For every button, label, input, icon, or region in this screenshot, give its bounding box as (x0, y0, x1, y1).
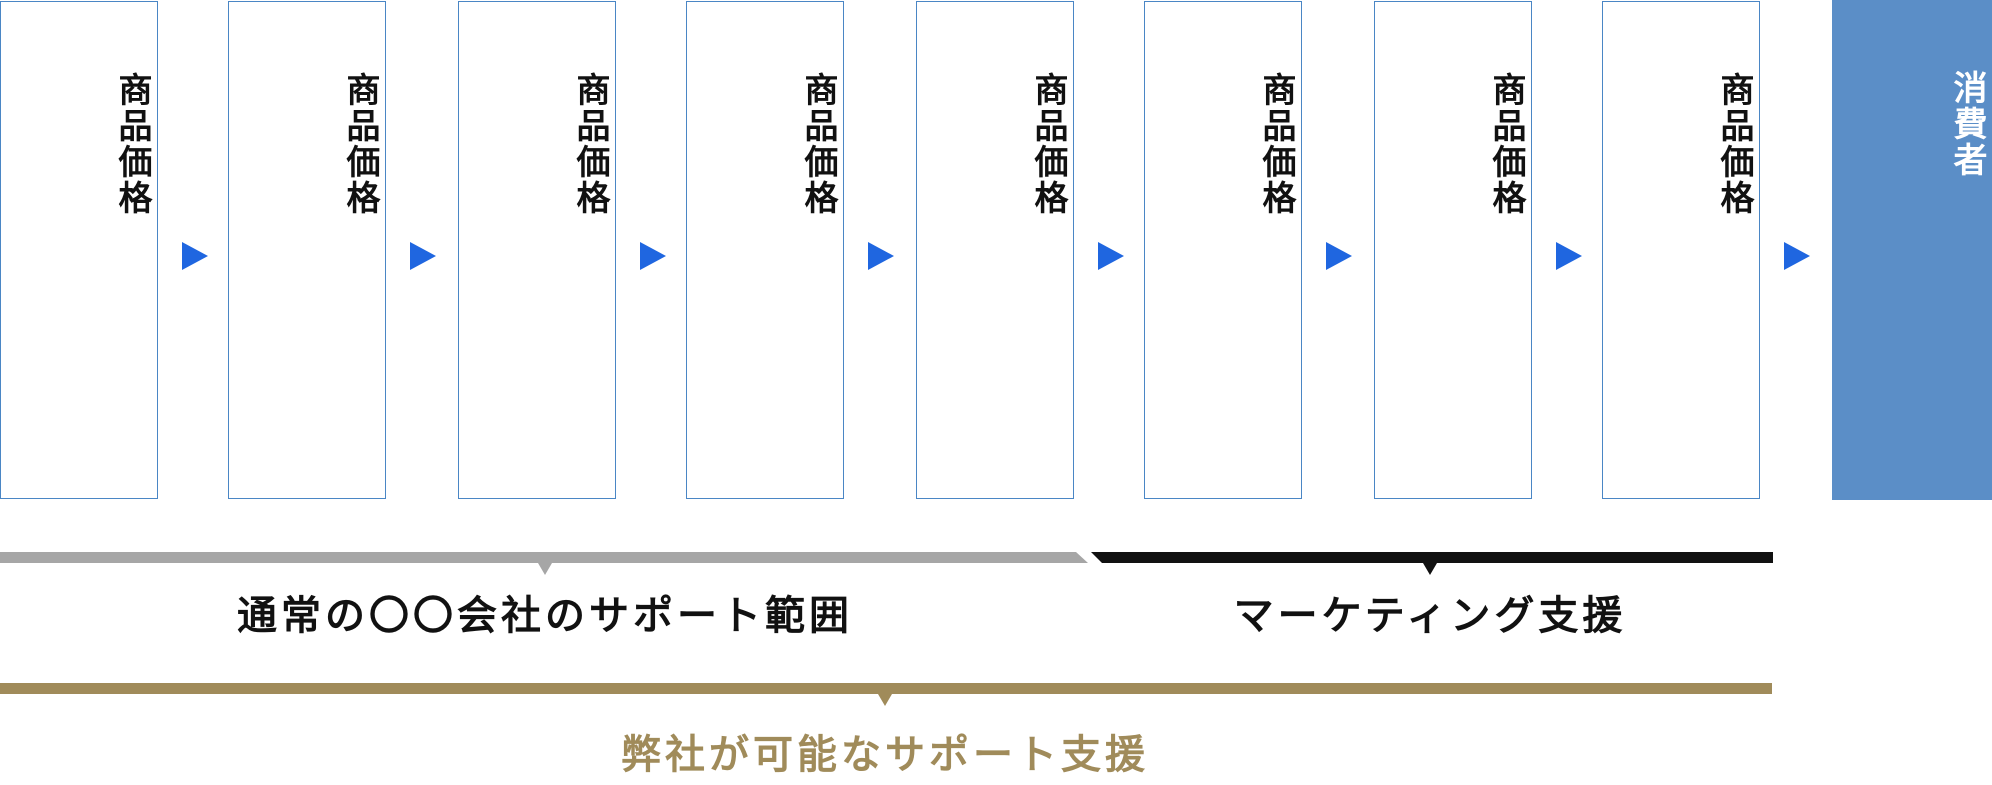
stage-box: 商品価格 (1144, 1, 1302, 499)
flow-arrow-icon (1098, 242, 1124, 270)
normal-support-bracket (0, 552, 1088, 575)
stage-label: 商品価格 (112, 72, 152, 216)
stage-label: 商品価格 (1028, 72, 1068, 216)
stage-box: 商品価格 (228, 1, 386, 499)
stage-label: 商品価格 (570, 72, 610, 216)
marketing-support-bracket (1091, 552, 1773, 575)
stage-label: 商品価格 (1486, 72, 1526, 216)
normal-support-label: 通常の〇〇会社のサポート範囲 (237, 593, 853, 639)
stage-box: 商品価格 (686, 1, 844, 499)
flow-arrow-icon (868, 242, 894, 270)
stage-box: 商品価格 (1374, 1, 1532, 499)
marketing-support-label: マーケティング支援 (1233, 593, 1627, 639)
consumer-box: 消費者 (1832, 0, 1992, 500)
flow-arrow-icon (1784, 242, 1810, 270)
stage-label: 商品価格 (1256, 72, 1296, 216)
stage-box: 商品価格 (458, 1, 616, 499)
stage-box: 商品価格 (1602, 1, 1760, 499)
our-support-label: 弊社が可能なサポート支援 (621, 732, 1149, 778)
stage-box: 商品価格 (916, 1, 1074, 499)
flow-arrow-icon (410, 242, 436, 270)
consumer-label: 消費者 (1947, 70, 1987, 178)
flow-arrow-icon (640, 242, 666, 270)
flow-arrow-icon (1326, 242, 1352, 270)
stage-label: 商品価格 (798, 72, 838, 216)
stage-box: 商品価格 (0, 1, 158, 499)
our-support-bracket (0, 683, 1772, 706)
flow-arrow-icon (1556, 242, 1582, 270)
stage-label: 商品価格 (1714, 72, 1754, 216)
stage-label: 商品価格 (340, 72, 380, 216)
flow-arrow-icon (182, 242, 208, 270)
